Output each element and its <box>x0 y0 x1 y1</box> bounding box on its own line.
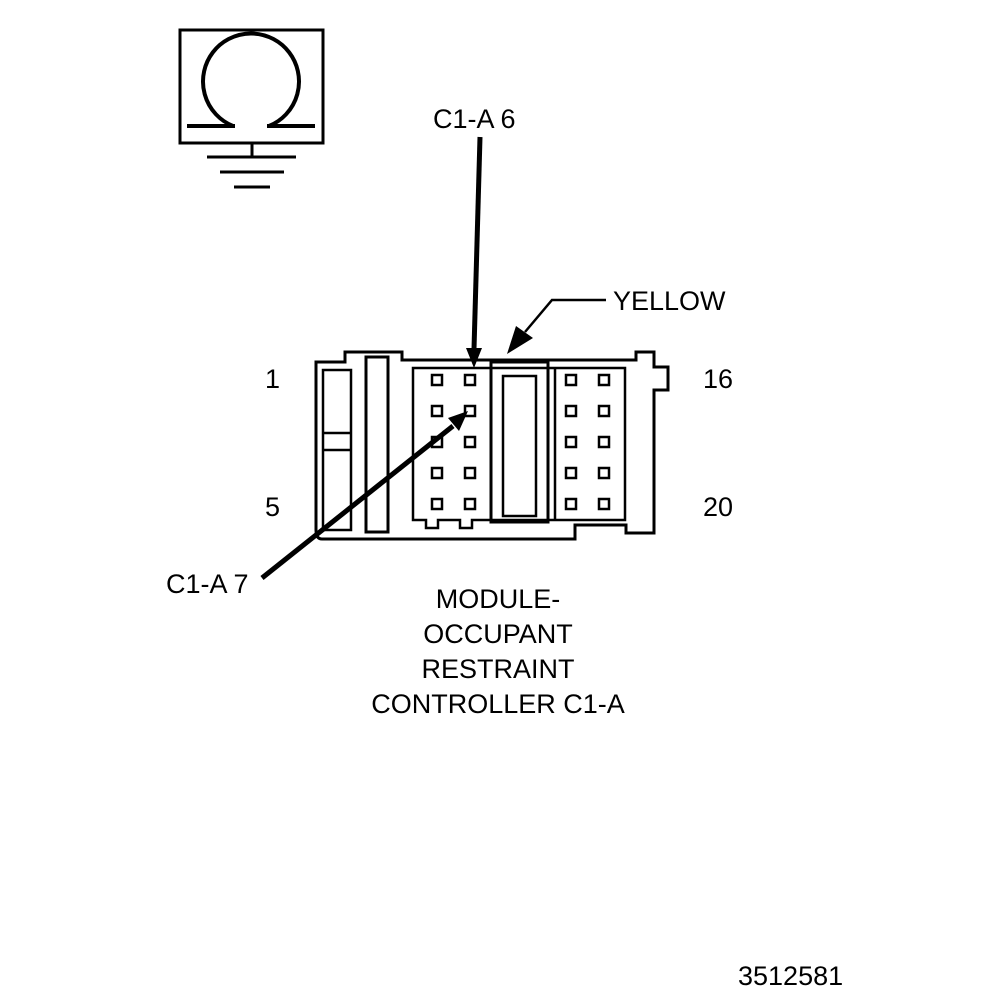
terminal-cavity <box>597 435 611 449</box>
terminal-cavity <box>463 497 477 511</box>
pin-number-1: 1 <box>265 364 280 394</box>
terminal-cavity <box>564 497 578 511</box>
figure-number: 3512581 <box>738 961 843 991</box>
terminal-cavity <box>463 466 477 480</box>
leader-c1a7 <box>260 411 468 580</box>
terminal-cavity <box>597 466 611 480</box>
leader-c1a6 <box>466 136 483 368</box>
connector-center-key <box>489 360 550 524</box>
terminal-cavity <box>430 404 444 418</box>
terminal-cavity <box>430 466 444 480</box>
callout-yellow: YELLOW <box>613 286 726 316</box>
pin-number-16: 16 <box>703 364 733 394</box>
connector-terminals <box>430 373 611 511</box>
terminal-cavity <box>564 466 578 480</box>
connector-title-line-1: MODULE- <box>436 584 561 614</box>
terminal-cavity <box>463 373 477 387</box>
connector-c1a <box>314 350 670 541</box>
connector-title-line-4: CONTROLLER C1-A <box>371 689 625 719</box>
terminal-cavity <box>597 497 611 511</box>
terminal-cavity <box>564 435 578 449</box>
connector-title: MODULE- OCCUPANT RESTRAINT CONTROLLER C1… <box>371 584 625 719</box>
callout-c1a6: C1-A 6 <box>433 104 516 134</box>
terminal-cavity <box>564 373 578 387</box>
callout-c1a7: C1-A 7 <box>166 569 249 599</box>
connector-title-line-2: OCCUPANT <box>423 619 573 649</box>
ohmmeter-ground-icon <box>178 28 325 189</box>
pin-number-20: 20 <box>703 492 733 522</box>
terminal-cavity <box>564 404 578 418</box>
connector-key-slot <box>364 355 390 534</box>
connector-cavity <box>411 366 627 530</box>
terminal-cavity <box>430 497 444 511</box>
leader-yellow <box>507 298 606 354</box>
terminal-cavity <box>463 435 477 449</box>
terminal-cavity <box>463 404 477 418</box>
terminal-cavity <box>430 373 444 387</box>
connector-title-line-3: RESTRAINT <box>421 654 574 684</box>
pin-number-5: 5 <box>265 492 280 522</box>
terminal-cavity <box>597 373 611 387</box>
terminal-cavity <box>597 404 611 418</box>
